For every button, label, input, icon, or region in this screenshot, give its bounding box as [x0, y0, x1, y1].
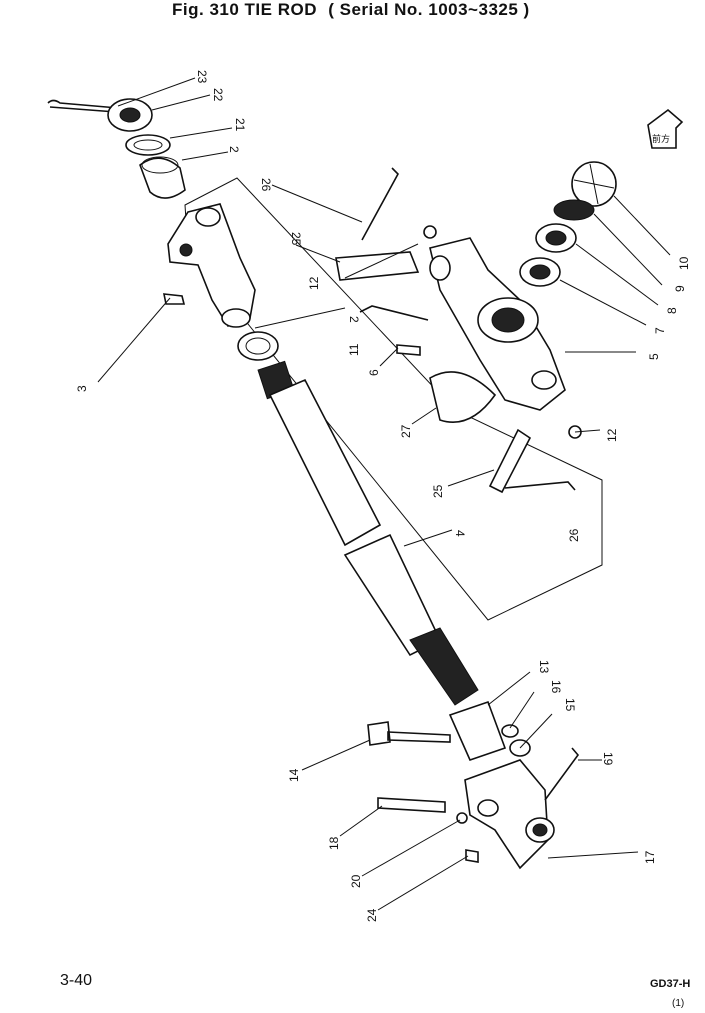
figure-title-text: Fig. 310 TIE ROD	[172, 0, 317, 19]
callout-13: 13	[537, 660, 551, 674]
grease-nipple-knuckle	[456, 812, 468, 824]
knuckle-end	[464, 759, 555, 870]
grease-nipple-6	[396, 344, 421, 356]
callout-15: 15	[563, 698, 577, 712]
callout-26-upper: 26	[259, 178, 273, 192]
plug-cap	[571, 161, 617, 207]
callout-16: 16	[549, 680, 563, 694]
callout-20: 20	[349, 874, 363, 888]
callout-11: 11	[347, 343, 361, 356]
badge-text: 前方	[652, 133, 670, 144]
dust-seal-upper	[139, 156, 186, 199]
washer	[125, 134, 171, 156]
lock-pin-middle	[504, 481, 576, 491]
callout-9: 9	[673, 285, 687, 292]
page-number: 3-40	[60, 972, 93, 989]
dust-seal-middle	[237, 331, 279, 361]
callout-21: 21	[233, 118, 247, 132]
figure-title: Fig. 310 TIE ROD ( Serial No. 1003~3325 …	[172, 0, 530, 20]
clamp-collar	[448, 700, 507, 761]
callout-10: 10	[677, 256, 691, 270]
callout-5: 5	[647, 353, 661, 360]
callout-6: 6	[367, 369, 381, 376]
callout-2-upper: 2	[227, 146, 241, 153]
callout-14: 14	[287, 768, 301, 782]
leader-lines	[97, 77, 671, 911]
callout-12-upper: 12	[307, 276, 321, 290]
callout-27: 27	[399, 424, 413, 438]
callout-26-lower: 26	[567, 528, 581, 542]
grease-nipple-left	[163, 293, 186, 305]
cotter-pin	[47, 99, 119, 113]
ball-socket	[429, 371, 497, 424]
spring-9	[553, 199, 595, 221]
callout-24: 24	[365, 908, 379, 922]
clamp-bolt	[367, 721, 451, 746]
callout-2-middle: 2	[347, 316, 361, 323]
lock-pin-lower	[544, 747, 580, 801]
knuckle-arm	[429, 237, 566, 411]
forward-direction-badge: 前方	[647, 108, 684, 149]
callout-17: 17	[643, 850, 657, 864]
callout-23: 23	[195, 70, 209, 84]
callout-12-lower: 12	[605, 428, 619, 442]
lock-pin-upper	[361, 167, 399, 241]
pivot-pin-lower	[488, 428, 532, 494]
callout-25-upper: 25	[289, 232, 303, 246]
knuckle-pin	[377, 797, 446, 813]
castle-nut	[107, 98, 153, 132]
callout-22: 22	[211, 88, 225, 102]
callout-8: 8	[665, 307, 679, 314]
revision-mark: (1)	[672, 998, 685, 1009]
callout-25-lower: 25	[431, 484, 445, 498]
callout-3: 3	[75, 385, 89, 392]
callout-7: 7	[653, 327, 667, 334]
clamp-washer	[501, 724, 519, 738]
drawing-code: GD37-H	[650, 978, 691, 990]
tie-rod-tube	[268, 378, 479, 706]
tie-rod-end	[167, 203, 256, 328]
callout-4: 4	[453, 530, 467, 537]
pivot-pin-upper	[335, 251, 420, 281]
lock-pin-11	[359, 305, 429, 321]
serial-range: ( Serial No. 1003~3325 )	[328, 0, 530, 19]
callout-19: 19	[601, 752, 615, 766]
plug-12-upper	[423, 225, 437, 239]
callout-18: 18	[327, 836, 341, 850]
